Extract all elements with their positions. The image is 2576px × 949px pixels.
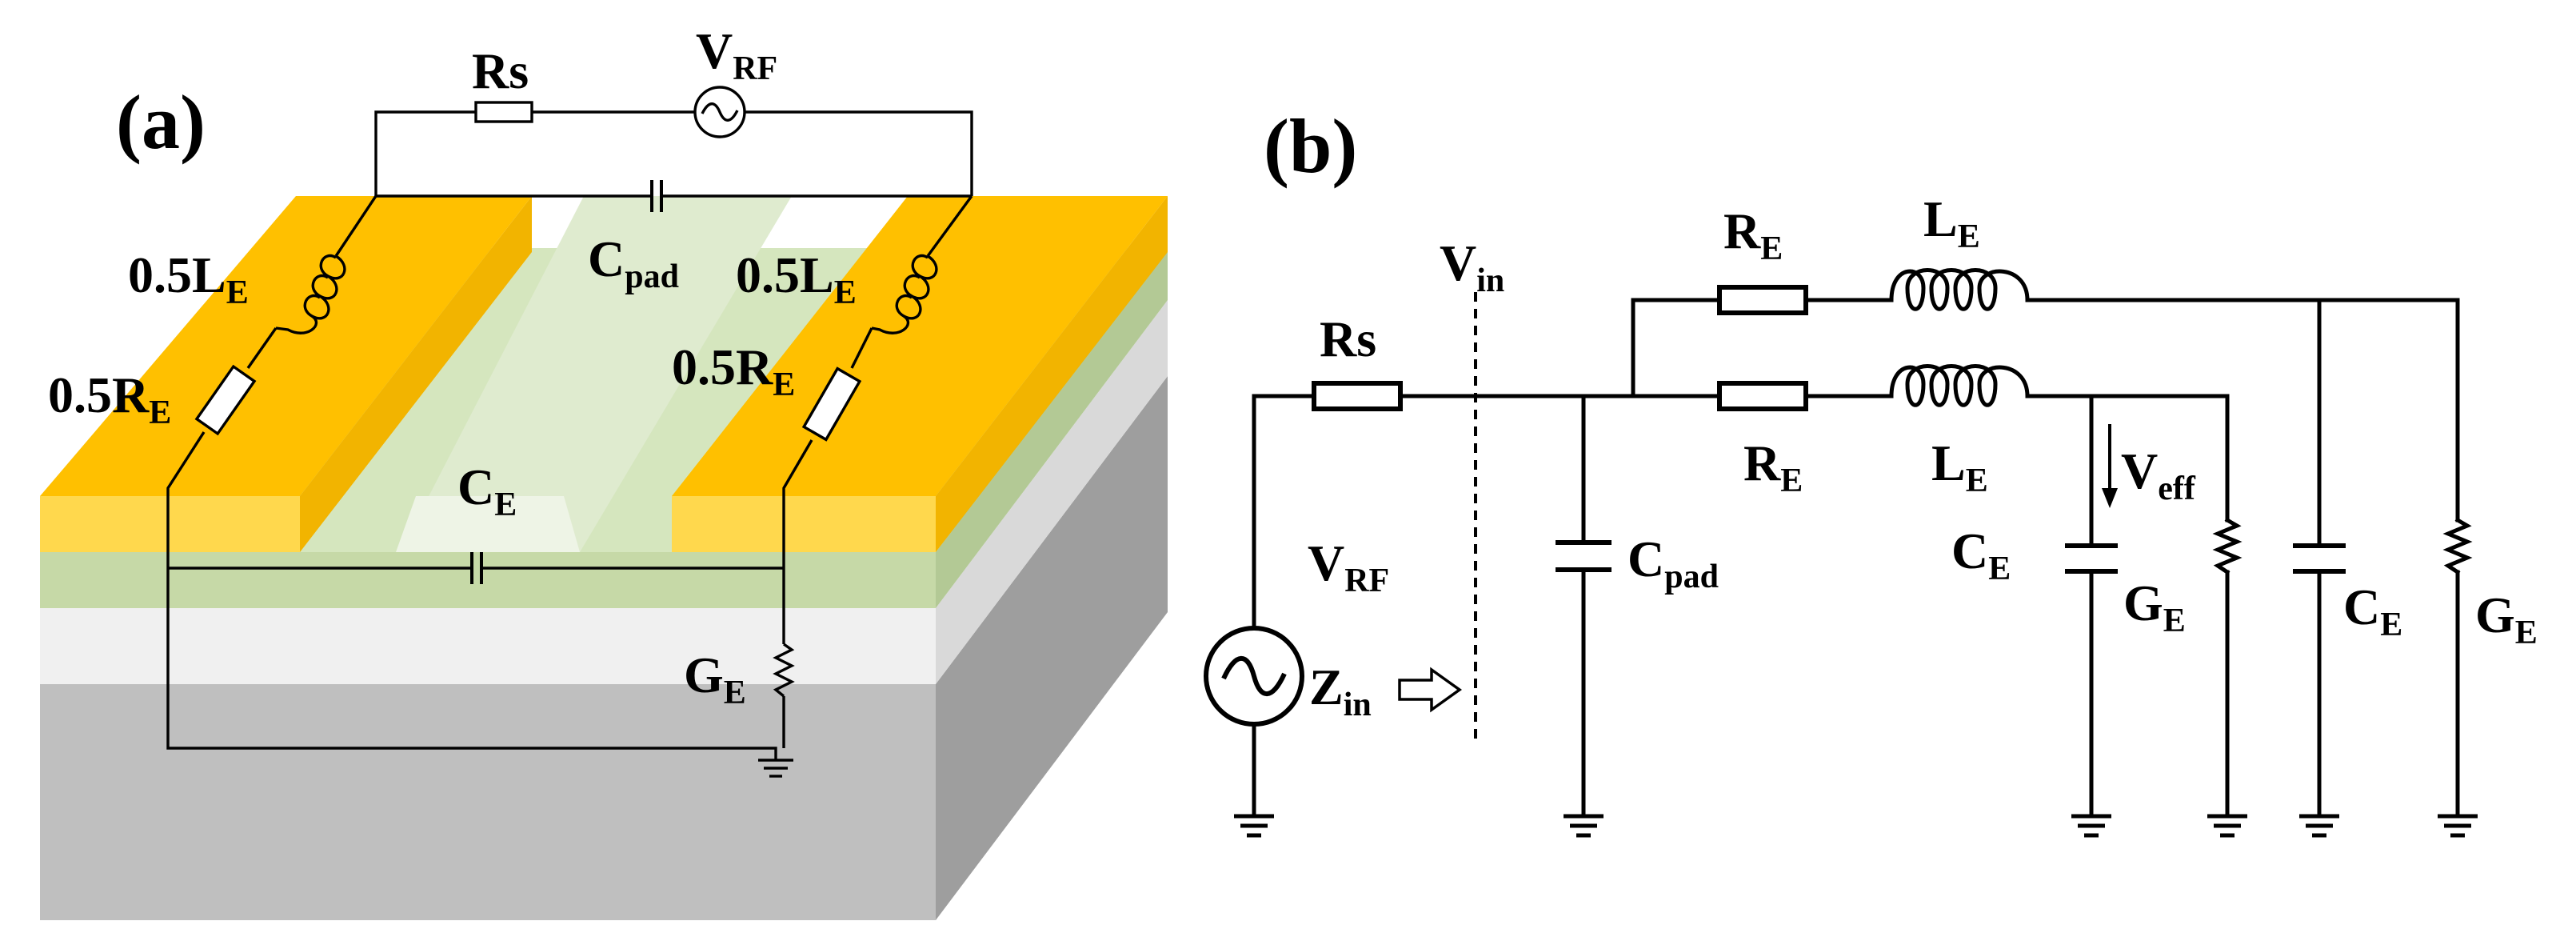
electrode-gap-channel — [400, 196, 792, 552]
a-vrf-source — [693, 86, 746, 138]
a-rs-resistor — [474, 101, 533, 123]
b-ge-2-resistor — [2442, 517, 2473, 575]
b-re-top-label: RE — [1723, 202, 1783, 267]
substrate-front — [40, 684, 936, 920]
b-ce-2-label: CE — [2343, 579, 2402, 643]
b-ge-1-resistor — [2212, 517, 2243, 575]
b-vin-label: Vin — [1440, 234, 1504, 299]
film-layer-side — [936, 248, 1168, 608]
a-re-left-label: 0.5RE — [48, 366, 171, 431]
a-ce-capacitor — [470, 552, 483, 584]
b-ge-1-label: GE — [2123, 575, 2186, 639]
a-re-right-label: 0.5RE — [672, 338, 795, 403]
panel-b-wiring — [1252, 298, 2460, 819]
buffer-layer-side — [936, 300, 1168, 684]
b-le-mid-label: LE — [1931, 434, 1988, 499]
a-ground-symbol — [758, 759, 793, 778]
film-layer-front — [40, 552, 936, 608]
a-left-resistor — [194, 364, 257, 436]
b-ground-ge-1 — [2207, 814, 2247, 838]
right-electrode-side — [936, 196, 1168, 552]
a-right-inductor — [871, 254, 938, 334]
b-vrf-label: VRF — [1308, 535, 1389, 599]
b-le-top-label: LE — [1923, 190, 1980, 255]
b-zin-label: Zin — [1309, 659, 1372, 723]
a-ge-resistor — [773, 643, 795, 698]
a-ce-label: CE — [457, 458, 517, 523]
b-rs-resistor — [1312, 381, 1403, 411]
a-left-inductor — [275, 254, 346, 334]
b-ground-cpad — [1564, 814, 1604, 838]
b-ground-source — [1234, 814, 1274, 838]
a-le-right-label: 0.5LE — [736, 246, 857, 311]
left-electrode-side — [300, 196, 532, 552]
panel-a-wiring — [166, 110, 973, 760]
b-ground-ce-2 — [2299, 814, 2339, 838]
right-electrode-top — [672, 196, 1168, 496]
b-cpad-capacitor — [1556, 540, 1611, 572]
b-ge-2-label: GE — [2475, 587, 2538, 651]
b-ground-ge-2 — [2438, 814, 2478, 838]
b-ce-1-capacitor — [2065, 543, 2118, 574]
a-ge-label: GE — [684, 647, 746, 711]
b-le-mid-inductor — [1889, 364, 2030, 407]
a-cpad-capacitor — [650, 180, 663, 212]
a-vrf-label: VRF — [696, 22, 777, 87]
b-rs-label: Rs — [1320, 310, 1376, 367]
left-electrode-top — [40, 196, 532, 496]
a-le-left-label: 0.5LE — [128, 246, 249, 311]
a-right-resistor — [801, 366, 862, 442]
b-re-mid-label: RE — [1743, 434, 1803, 499]
veff-arrow — [2102, 424, 2118, 508]
substrate-side — [936, 376, 1168, 920]
b-veff-label: Veff — [2121, 442, 2196, 507]
b-vrf-source — [1204, 626, 1304, 727]
b-re-top-resistor — [1717, 285, 1808, 315]
a-cpad-label: Cpad — [588, 230, 679, 295]
b-ce-2-capacitor — [2293, 543, 2346, 574]
b-ground-ce-1 — [2071, 814, 2111, 838]
zin-arrow — [1398, 667, 1463, 713]
panel-b-label: (b) — [1264, 103, 1357, 189]
left-electrode-front — [40, 496, 300, 552]
buffer-layer-front — [40, 608, 936, 684]
a-rs-label: Rs — [472, 42, 529, 99]
panel-a-device-schematic: (a) Rs VRF Cpad 0.5LE 0.5LE 0.5RE 0.5RE … — [40, 22, 1168, 920]
panel-b-equivalent-circuit: (b) — [1204, 103, 2538, 838]
b-re-mid-resistor — [1717, 381, 1808, 411]
b-ce-1-label: CE — [1951, 523, 2011, 587]
b-le-top-inductor — [1889, 268, 2030, 311]
right-electrode-front — [672, 496, 936, 552]
b-cpad-label: Cpad — [1627, 531, 1719, 595]
panel-a-label: (a) — [116, 79, 206, 165]
ce-gap-highlight — [396, 496, 580, 552]
